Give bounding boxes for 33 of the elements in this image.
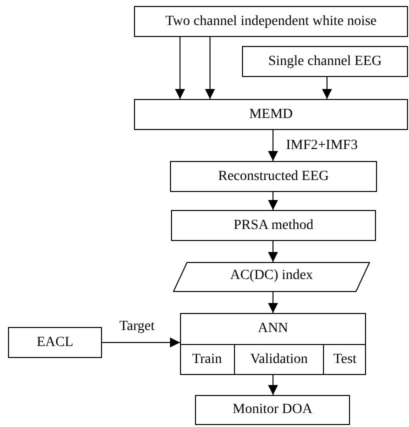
node-text: AC(DC) index — [230, 268, 313, 284]
arrow — [268, 240, 278, 262]
process-box — [170, 161, 377, 192]
node-text: Single channel EEG — [268, 54, 382, 70]
network-box — [180, 313, 366, 375]
node-text: PRSA method — [234, 218, 314, 234]
node-text: EACL — [36, 334, 74, 350]
node-text: Train — [192, 352, 222, 368]
data-parallelogram — [173, 262, 370, 292]
node-text: Test — [333, 352, 357, 368]
split-cell — [234, 344, 323, 375]
arrow — [102, 338, 180, 348]
output-box — [195, 395, 350, 425]
node-text: Reconstructed EEG — [218, 168, 329, 184]
node-text: Validation — [250, 352, 308, 368]
input-box — [8, 327, 102, 358]
arrow — [268, 192, 278, 210]
input-box — [242, 46, 408, 77]
process-box — [171, 210, 376, 241]
split-cell — [323, 344, 366, 375]
node-text: MEMD — [249, 106, 293, 122]
arrow — [205, 36, 215, 100]
arrow — [268, 130, 278, 162]
node-text: ANN — [258, 320, 288, 336]
process-box — [134, 99, 408, 130]
edge-label: Target — [118, 318, 156, 334]
arrow — [175, 36, 185, 100]
arrow — [268, 374, 278, 396]
arrow — [268, 292, 278, 314]
node-text: Two channel independent white noise — [165, 14, 377, 30]
process-box — [134, 6, 408, 37]
node-text: Monitor DOA — [232, 402, 312, 418]
arrow — [322, 76, 332, 100]
